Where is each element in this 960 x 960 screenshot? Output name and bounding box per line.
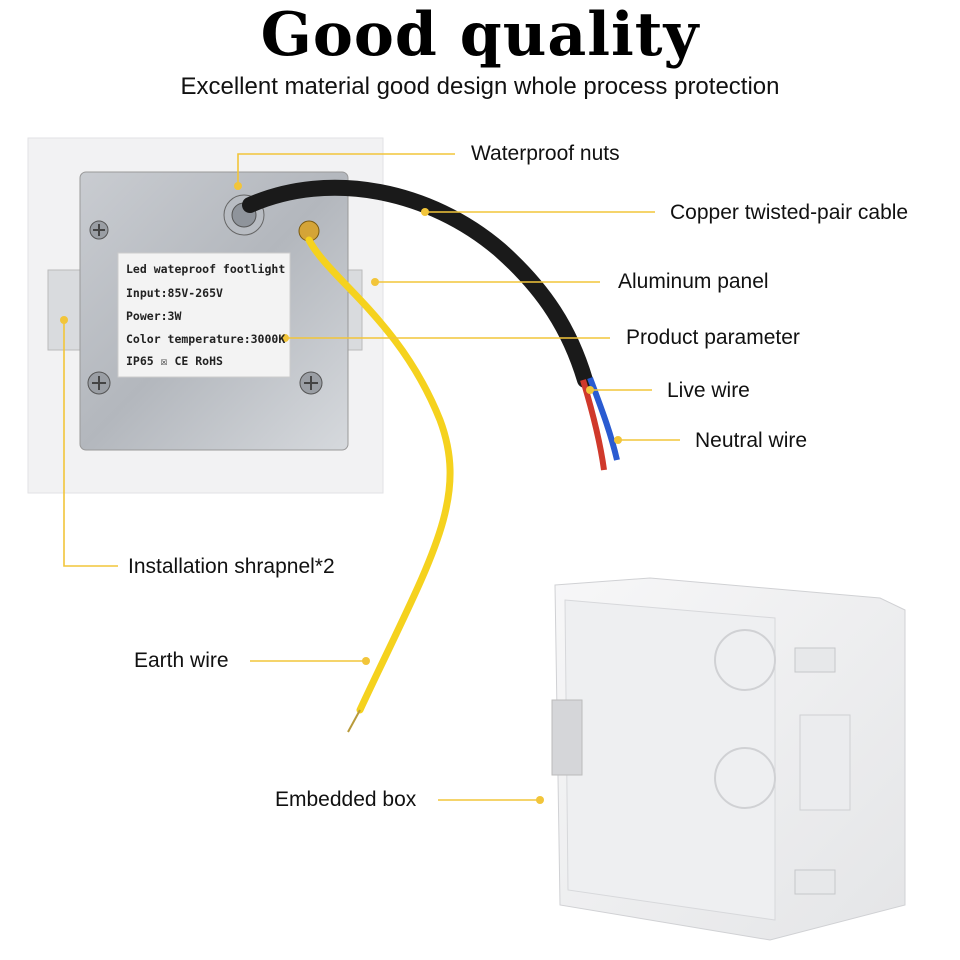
leader-installation-shrapnel: [63, 320, 118, 567]
page-title: Good quality: [260, 0, 700, 70]
label-waterproof-nuts: Waterproof nuts: [471, 142, 620, 165]
label-neutral-wire: Neutral wire: [695, 429, 808, 452]
label-installation-shrapnel: Installation shrapnel*2: [128, 555, 335, 578]
neutral-wire-line: [587, 376, 620, 461]
label-aluminum-panel: Aluminum panel: [618, 270, 769, 293]
earth-wire-tip: [347, 709, 361, 733]
plate-marks: IP65 ☒ CE RoHS: [126, 354, 223, 368]
plate-line-4: Color temperature:3000K: [126, 332, 286, 346]
label-live-wire: Live wire: [667, 379, 750, 402]
copper-cable: [242, 179, 593, 388]
live-wire-line: [580, 379, 607, 471]
plate-line-2: Input:85V-265V: [126, 286, 223, 300]
earth-wire: [305, 236, 454, 714]
leader-waterproof-nuts: [237, 153, 455, 186]
label-earth-wire: Earth wire: [134, 649, 229, 672]
leader-dots: [60, 182, 622, 804]
page-subtitle: Excellent material good design whole pro…: [180, 73, 780, 100]
label-copper-cable: Copper twisted-pair cable: [670, 201, 909, 224]
label-embedded-box: Embedded box: [275, 788, 417, 811]
leader-lines: [63, 153, 680, 801]
screw-icon: [87, 220, 323, 395]
plate-line-1: Led wateproof footlight: [126, 262, 286, 276]
embedded-box: [551, 577, 906, 941]
parameter-label: [117, 252, 291, 378]
plate-line-3: Power:3W: [126, 309, 182, 323]
label-product-parameter: Product parameter: [626, 326, 800, 349]
